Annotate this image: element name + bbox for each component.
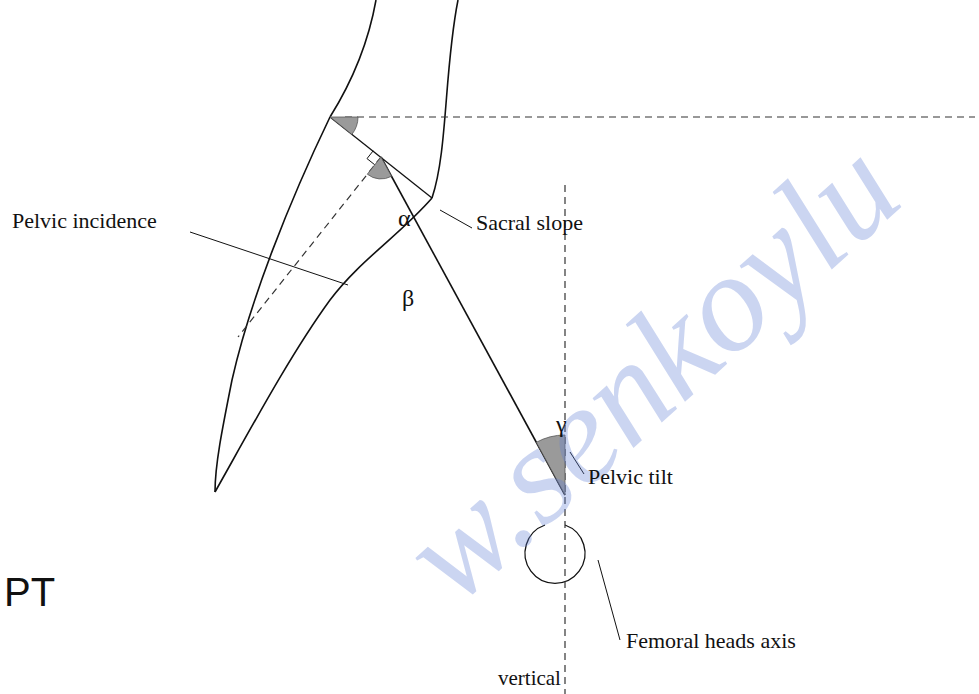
vertebra-outline xyxy=(330,0,376,117)
angle-symbol: α xyxy=(398,206,411,230)
watermark: w.senkoylu xyxy=(377,115,922,626)
angle-symbol: γ xyxy=(556,412,567,436)
horizontal-line xyxy=(345,116,975,117)
angle-symbol: β xyxy=(402,286,414,310)
perpendicular-line xyxy=(238,157,381,337)
vertebra-outline xyxy=(432,0,458,198)
part-label: Sacral slope xyxy=(476,212,583,234)
leader-line xyxy=(598,560,620,640)
part-label: Pelvic tilt xyxy=(588,466,673,488)
slide-label: PT xyxy=(4,572,55,612)
sacrum-outline xyxy=(215,117,330,492)
leader-line xyxy=(440,210,472,228)
sacrum-outline xyxy=(215,198,432,492)
leader-line xyxy=(190,232,348,285)
part-label: Femoral heads axis xyxy=(626,630,796,652)
sacral-endplate xyxy=(330,117,432,198)
incidence-angle xyxy=(367,157,391,179)
axis-label: vertical xyxy=(498,668,561,689)
sacral-slope-angle xyxy=(330,117,358,134)
part-label: Pelvic incidence xyxy=(12,210,157,232)
right-angle-mark xyxy=(367,151,375,165)
